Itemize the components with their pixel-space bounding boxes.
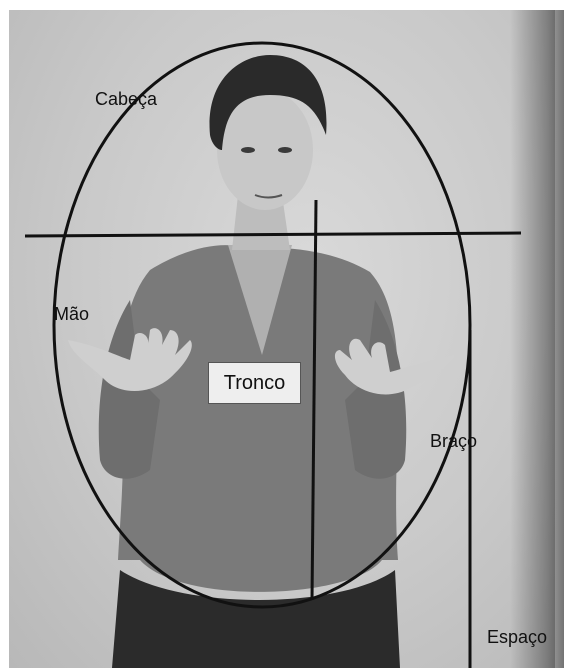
right-eye: [278, 147, 292, 153]
hand-label: Mão: [54, 305, 89, 323]
shoulder-line: [25, 233, 521, 236]
trunk-label-box: Tronco: [208, 362, 301, 404]
head-label: Cabeça: [95, 90, 157, 108]
arm-label: Braço: [430, 432, 477, 450]
space-label: Espaço: [487, 628, 547, 646]
left-eye: [241, 147, 255, 153]
trunk-label: Tronco: [224, 372, 286, 395]
